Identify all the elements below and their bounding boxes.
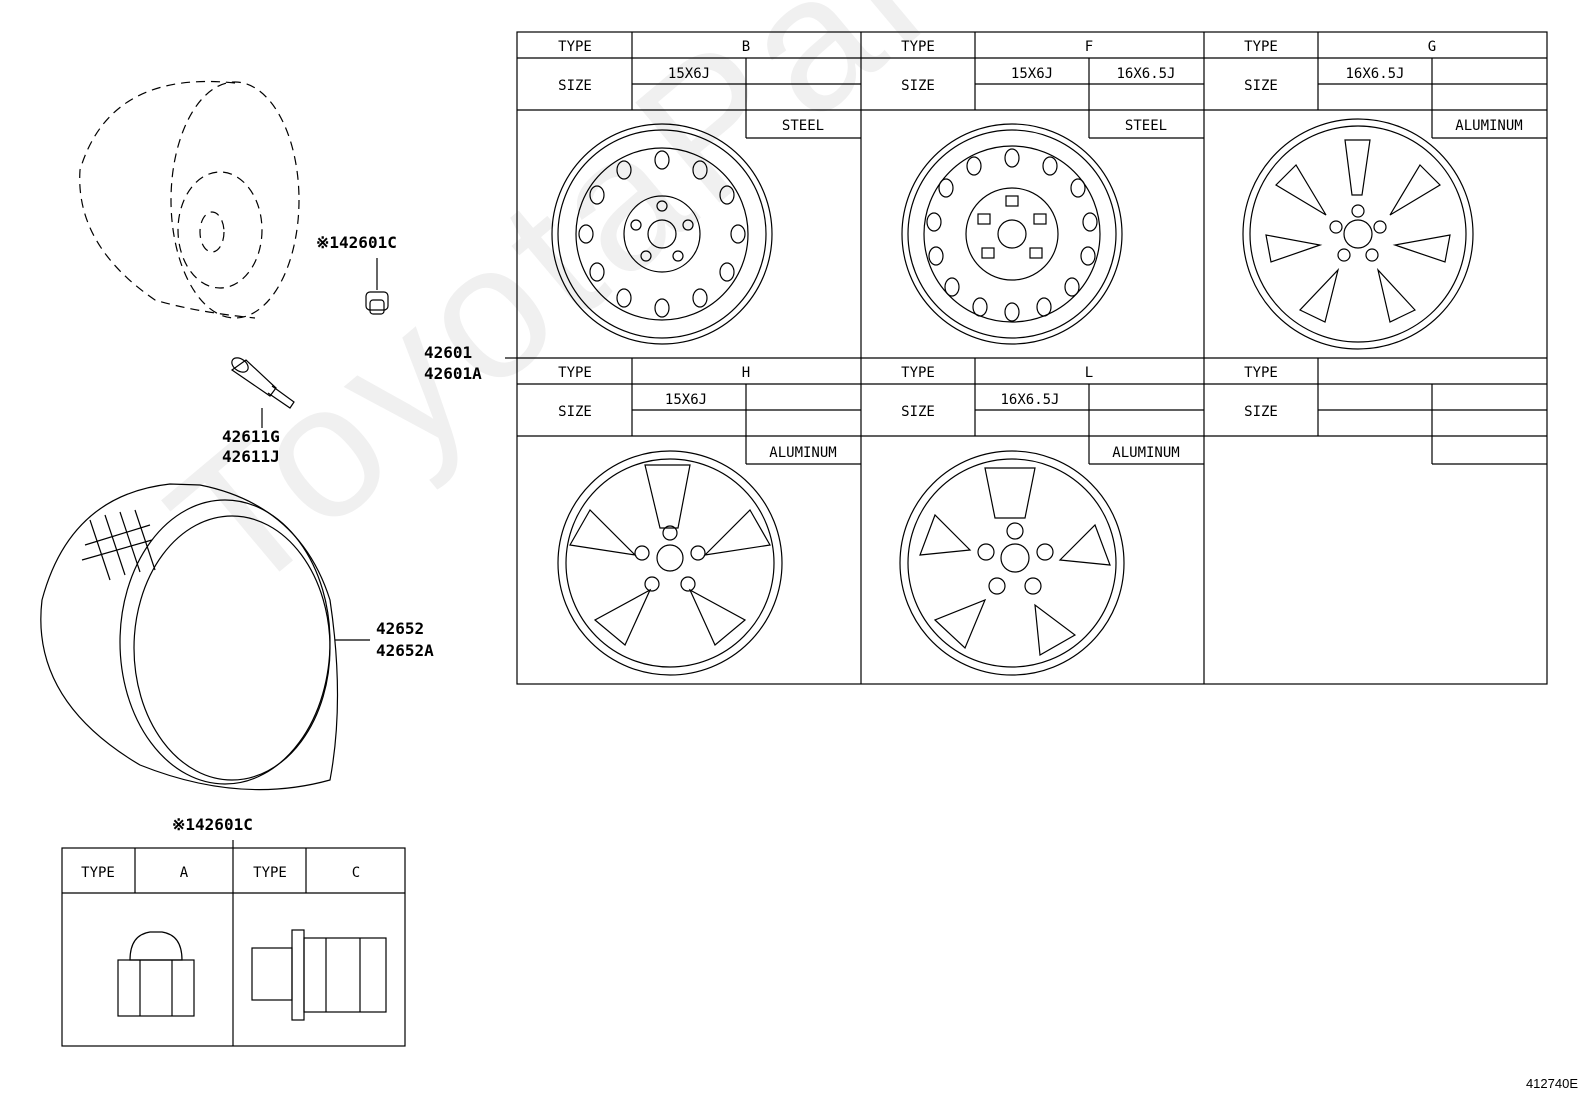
- size-header: SIZE: [1244, 78, 1278, 94]
- type-header: TYPE: [558, 365, 592, 381]
- valve-part-label-1: 42611G: [222, 427, 280, 446]
- size-header: SIZE: [1244, 404, 1278, 420]
- nut-type-c: C: [352, 865, 360, 881]
- type-value-l: L: [1085, 365, 1093, 381]
- lug-nut-type-c-icon: [251, 929, 387, 1021]
- size-value: 16X6.5J: [1000, 392, 1059, 408]
- wheel-type-g-icon: [1242, 118, 1474, 350]
- type-value-g: G: [1428, 39, 1436, 55]
- size-value: 15X6J: [668, 66, 710, 82]
- size-header: SIZE: [901, 78, 935, 94]
- size-header: SIZE: [558, 404, 592, 420]
- type-value-h: H: [742, 365, 750, 381]
- valve-part-label-2: 42611J: [222, 447, 280, 466]
- type-header: TYPE: [1244, 365, 1278, 381]
- type-header: TYPE: [558, 39, 592, 55]
- wheel-assembly-illustration: [79, 80, 300, 319]
- size-header: SIZE: [558, 78, 592, 94]
- material-value: ALUMINUM: [769, 445, 836, 461]
- nut-type-a: A: [180, 865, 189, 881]
- size-value: 16X6.5J: [1116, 66, 1175, 82]
- tire-part-label-1: 42652: [376, 619, 424, 638]
- nut-type-header: TYPE: [253, 865, 287, 881]
- size-value: 16X6.5J: [1345, 66, 1404, 82]
- type-value-f: F: [1085, 39, 1093, 55]
- reference-id: 412740E: [1525, 1076, 1578, 1091]
- type-value-b: B: [742, 39, 750, 55]
- wheel-type-f-icon: [901, 123, 1123, 345]
- material-value: ALUMINUM: [1112, 445, 1179, 461]
- wheel-type-h-icon: [557, 450, 783, 676]
- lug-nut-type-a-icon: [117, 931, 195, 1017]
- nut-part-label: ※142601C: [316, 233, 397, 252]
- type-header: TYPE: [901, 365, 935, 381]
- size-value: 15X6J: [665, 392, 707, 408]
- tire-part-label-2: 42652A: [376, 641, 434, 660]
- type-header: TYPE: [1244, 39, 1278, 55]
- nut-type-header: TYPE: [81, 865, 115, 881]
- material-value: ALUMINUM: [1455, 118, 1522, 134]
- wheel-type-b-icon: [551, 123, 773, 345]
- wheel-part-label-2: 42601A: [424, 364, 482, 383]
- nut-table-part-label: ※142601C: [172, 815, 253, 834]
- wheel-part-label-1: 42601: [424, 343, 472, 362]
- material-value: STEEL: [1125, 118, 1167, 134]
- valve-stem-icon: [230, 357, 295, 428]
- size-header: SIZE: [901, 404, 935, 420]
- size-value: 15X6J: [1011, 66, 1053, 82]
- type-header: TYPE: [901, 39, 935, 55]
- material-value: STEEL: [782, 118, 824, 134]
- tire-illustration: [40, 483, 370, 791]
- wheel-type-l-icon: [899, 450, 1125, 676]
- lug-nut-small-icon: [365, 258, 389, 315]
